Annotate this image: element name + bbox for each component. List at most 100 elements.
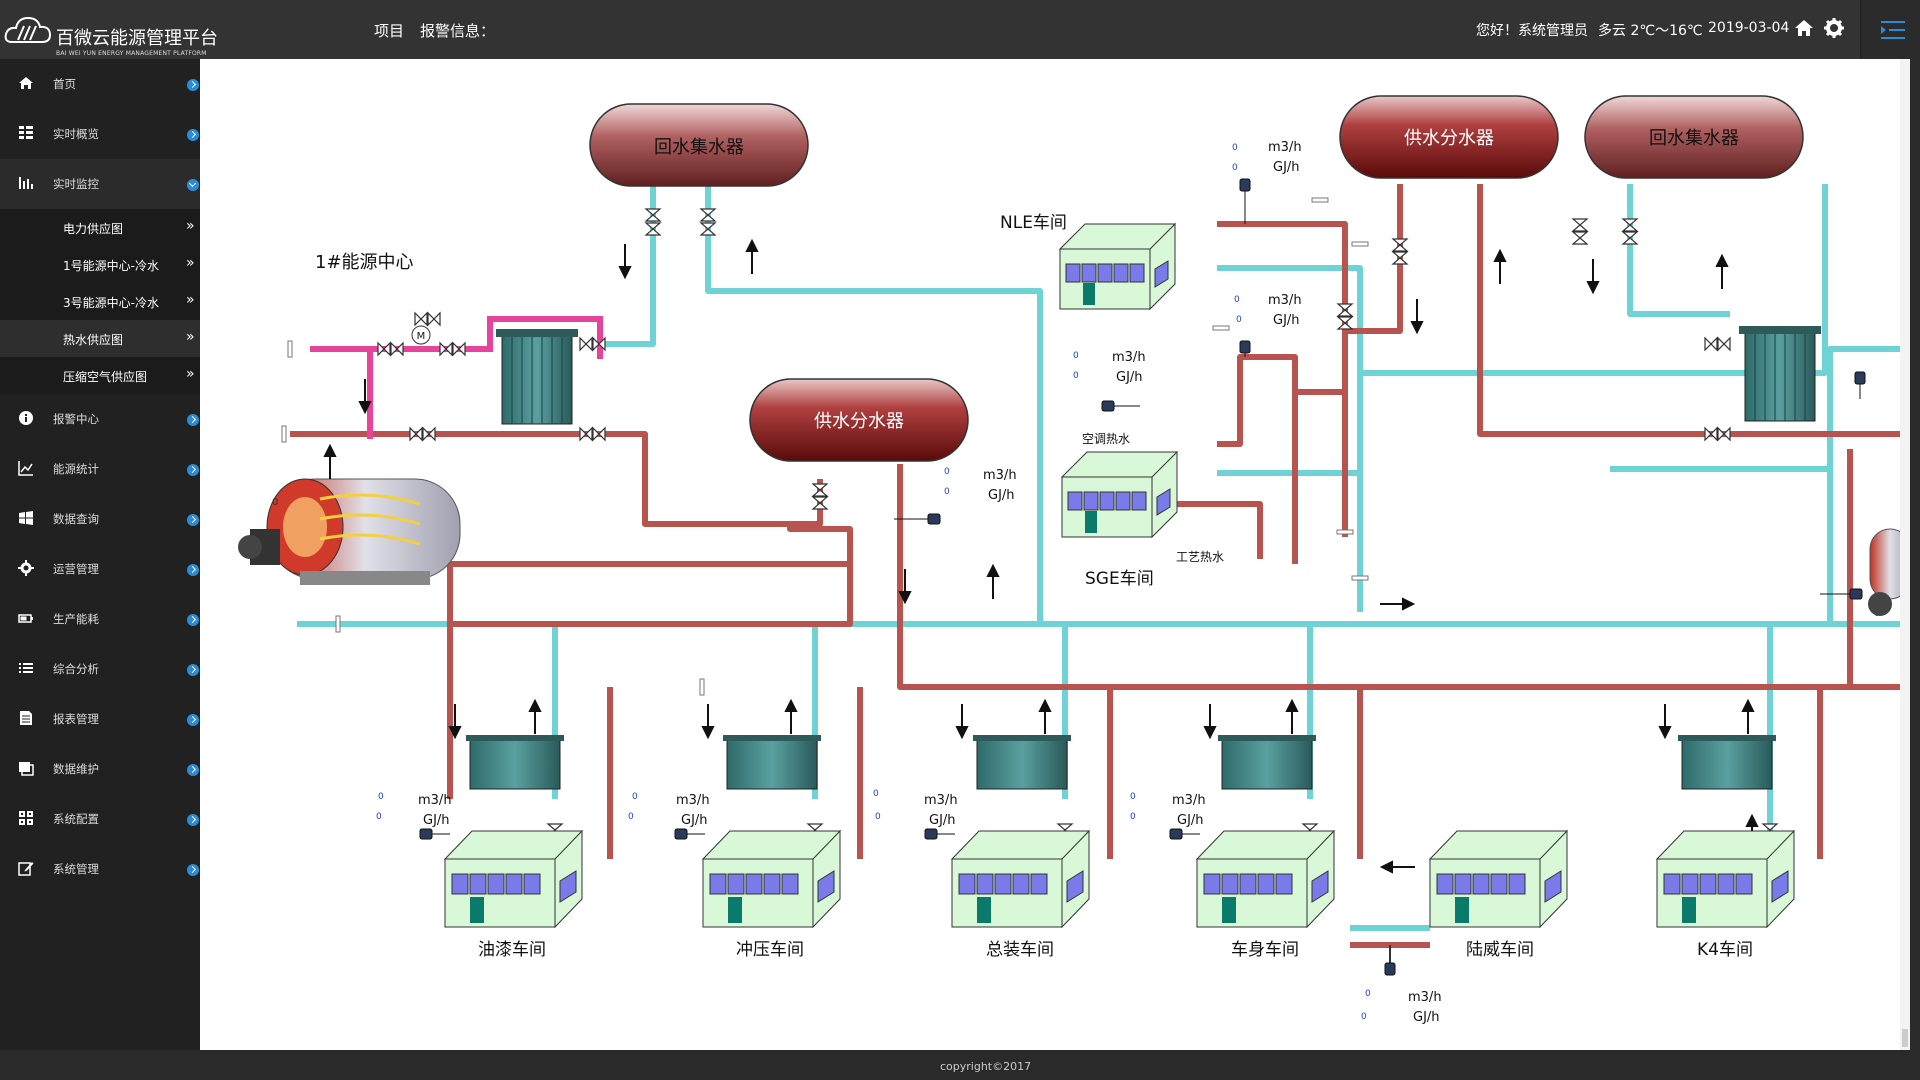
sidebar-item-overview[interactable]: 实时概览	[0, 109, 200, 159]
heat-exchanger-main-right[interactable]	[1739, 326, 1821, 422]
sidebar-item-label: 实时概览	[53, 127, 99, 141]
energy-center-label: 1#能源中心	[315, 252, 414, 273]
nav-alarm-info[interactable]: 报警信息：	[420, 22, 496, 40]
sidebar-subitem-label: 3号能源中心-冷水	[63, 296, 159, 310]
nav-project[interactable]: 项目	[374, 22, 405, 40]
sidebar-item-label: 综合分析	[53, 662, 99, 676]
arrow-up-icon	[1493, 248, 1507, 284]
sidebar-subitem-label: 热水供应图	[63, 333, 124, 347]
building-b1[interactable]: 油漆车间	[443, 829, 584, 960]
tank-label: 回水集水器	[654, 137, 744, 158]
arrow-up-icon	[784, 698, 798, 734]
chevron-right-icon	[187, 564, 199, 576]
unit-heat: GJ/h	[1273, 313, 1300, 328]
tank-return-left[interactable]: 回水集水器	[589, 103, 809, 187]
sidebar-item-data-maintenance[interactable]: 数据维护	[0, 744, 200, 794]
arrow-down-icon	[1658, 704, 1672, 740]
double-chevron-icon: »	[186, 218, 195, 234]
sidebar-subitem-cold-water-1[interactable]: 1号能源中心-冷水 »	[0, 246, 200, 283]
building-b6[interactable]: K4车间	[1655, 829, 1796, 960]
unit-heat: GJ/h	[1273, 160, 1300, 175]
unit-heat: GJ/h	[1177, 813, 1204, 828]
sidebar-subitem-compressed-air[interactable]: 压缩空气供应图 »	[0, 357, 200, 394]
sidebar-item-production-energy[interactable]: 生产能耗	[0, 594, 200, 644]
building-nle[interactable]: NLE车间	[1000, 213, 1177, 311]
hx-b2[interactable]	[723, 735, 821, 790]
arrow-up-icon	[1715, 253, 1729, 289]
sidebar-item-system-config[interactable]: 系统配置	[0, 794, 200, 844]
reading-value: 0	[376, 812, 382, 822]
reading-value: 0	[875, 812, 881, 822]
sidebar-item-alarm[interactable]: 报警中心	[0, 394, 200, 444]
reading-value: 0	[1130, 792, 1136, 802]
building-sge[interactable]: SGE车间	[1060, 450, 1179, 589]
home-icon[interactable]	[1792, 16, 1816, 40]
meter-icon	[1101, 400, 1140, 412]
sidebar-item-label: 生产能耗	[53, 612, 99, 626]
building-label: 总装车间	[986, 940, 1054, 960]
reading-value: 0	[378, 792, 384, 802]
unit-heat: GJ/h	[929, 813, 956, 828]
scrollbar-track[interactable]	[1900, 59, 1910, 1050]
arrow-right-icon	[1380, 597, 1416, 611]
windows-icon	[19, 511, 33, 525]
sidebar-subitem-label: 压缩空气供应图	[63, 370, 148, 384]
hx-b3[interactable]	[973, 735, 1071, 790]
heat-exchanger-main-left[interactable]	[496, 329, 578, 425]
menu-toggle-button[interactable]	[1860, 0, 1920, 59]
building-b5[interactable]: 陆威车间	[1428, 829, 1569, 960]
hx-b1[interactable]	[466, 735, 564, 790]
building-label: SGE车间	[1085, 569, 1154, 589]
sidebar-item-operations[interactable]: 运营管理	[0, 544, 200, 594]
building-b2[interactable]: 冲压车间	[701, 829, 842, 960]
motor-valve[interactable]: M	[411, 325, 431, 345]
user-greeting[interactable]: 您好！系统管理员	[1476, 23, 1588, 39]
building-label: 冲压车间	[736, 940, 804, 960]
unit-heat: GJ/h	[423, 813, 450, 828]
sidebar-subitem-cold-water-3[interactable]: 3号能源中心-冷水 »	[0, 283, 200, 320]
sidebar-subitem-power[interactable]: 电力供应图 »	[0, 209, 200, 246]
list-icon	[19, 663, 33, 673]
line-chart-icon	[18, 461, 33, 476]
scrollbar-thumb[interactable]	[1902, 1029, 1908, 1047]
tank-supply-left[interactable]: 供水分水器	[749, 378, 969, 462]
brand-logo[interactable]: 百微云能源管理平台 BAI WEI YUN ENERGY MANAGEMENT …	[4, 10, 218, 57]
gear-icon[interactable]	[1822, 16, 1846, 40]
sidebar-item-reports[interactable]: 报表管理	[0, 694, 200, 744]
current-date: 2019-03-04	[1708, 20, 1790, 36]
sidebar-subitem-hot-water[interactable]: 热水供应图 »	[0, 320, 200, 357]
sidebar-item-label: 能源统计	[53, 462, 99, 476]
arrow-down-icon	[1203, 704, 1217, 740]
arrow-up-icon	[745, 238, 759, 274]
building-b4[interactable]: 车身车间	[1195, 829, 1336, 960]
hx-b6[interactable]	[1678, 735, 1776, 790]
boiler[interactable]: 0	[238, 478, 461, 585]
reading-value: 0	[1130, 812, 1136, 822]
tank-supply-right[interactable]: 供水分水器	[1339, 95, 1559, 179]
sidebar-item-realtime-monitor[interactable]: 实时监控	[0, 159, 200, 209]
building-label: 车身车间	[1231, 940, 1299, 960]
unit-heat: GJ/h	[1116, 370, 1143, 385]
info-icon	[19, 411, 33, 425]
sidebar-item-system-admin[interactable]: 系统管理	[0, 844, 200, 894]
unit-flow: m3/h	[1268, 140, 1302, 155]
sidebar-item-energy-stats[interactable]: 能源统计	[0, 444, 200, 494]
sidebar-item-analysis[interactable]: 综合分析	[0, 644, 200, 694]
meter-icon	[1384, 962, 1396, 976]
reading-value: 0	[632, 792, 638, 802]
arrow-up-icon	[1285, 698, 1299, 734]
sidebar-item-label: 报表管理	[53, 712, 99, 726]
building-b3[interactable]: 总装车间	[950, 829, 1091, 960]
sidebar-item-home[interactable]: 首页	[0, 59, 200, 109]
reading-value: 0	[628, 812, 634, 822]
unit-heat: GJ/h	[681, 813, 708, 828]
reading-value: 0	[1232, 163, 1238, 173]
sidebar-item-data-query[interactable]: 数据查询	[0, 494, 200, 544]
flow-meters[interactable]	[419, 178, 1866, 976]
sidebar: 首页 实时概览 实时监控 电力供应图 » 1号能源中心-冷水 » 3号能源中心-…	[0, 59, 200, 1050]
hx-b4[interactable]	[1218, 735, 1316, 790]
meter-icon	[894, 513, 941, 525]
tank-return-right[interactable]: 回水集水器	[1584, 95, 1804, 179]
unit-flow: m3/h	[676, 793, 710, 808]
arrow-down-icon	[701, 704, 715, 740]
